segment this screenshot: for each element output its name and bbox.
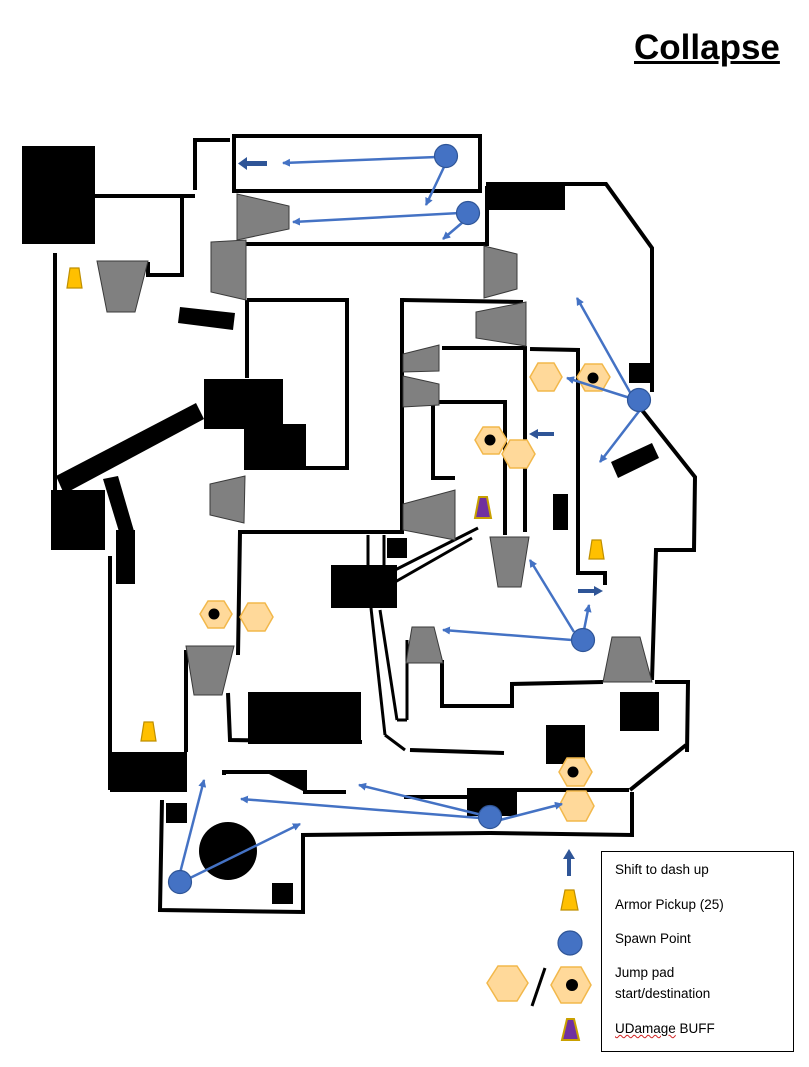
spawn-point-icon [557,930,583,956]
spawn-points [167,143,652,895]
map-title: Collapse [634,28,780,67]
armor-pickup-icon [560,889,579,911]
walls [53,134,698,915]
jump-pad-start-icon [239,602,274,632]
route-arrows [178,155,641,880]
legend-box: Shift to dash up Armor Pickup (25) Spawn… [601,851,794,1052]
legend-spawn-label: Spawn Point [615,931,691,946]
armor-pickup-icon [140,721,157,742]
armor-pickups [66,267,605,742]
dash-arrow-icon [563,849,575,876]
jump-pad-dots [208,372,599,778]
armor-pickup-icon [588,539,605,560]
legend-icons [486,849,592,1041]
jump-pad-start-icon [501,439,536,469]
legend-armor-label: Armor Pickup (25) [615,897,724,912]
platforms [96,193,653,696]
legend-udamage-label: UDamage BUFF [615,1021,715,1036]
armor-pickup-icon [66,267,83,289]
jump-pad-start-icon [558,790,595,822]
spawn-point-icon [570,627,596,653]
jump-pad-start-icon [486,965,529,1002]
legend-jump-pad-label-2: start/destination [615,986,711,1001]
legend-jump-pad-label-1: Jump pad [615,965,675,980]
legend-dash-label: Shift to dash up [615,862,709,877]
udamage-icon [473,496,493,519]
spawn-point-icon [455,200,481,226]
spawn-point-icon [167,869,193,895]
spawn-point-icon [626,387,652,413]
jump-pads [199,362,611,822]
spawn-point-icon [477,804,503,830]
udamage-icon [560,1018,581,1041]
dash-arrows [238,157,603,596]
jump-pad-start-icon [529,362,563,392]
spawn-point-icon [433,143,459,169]
